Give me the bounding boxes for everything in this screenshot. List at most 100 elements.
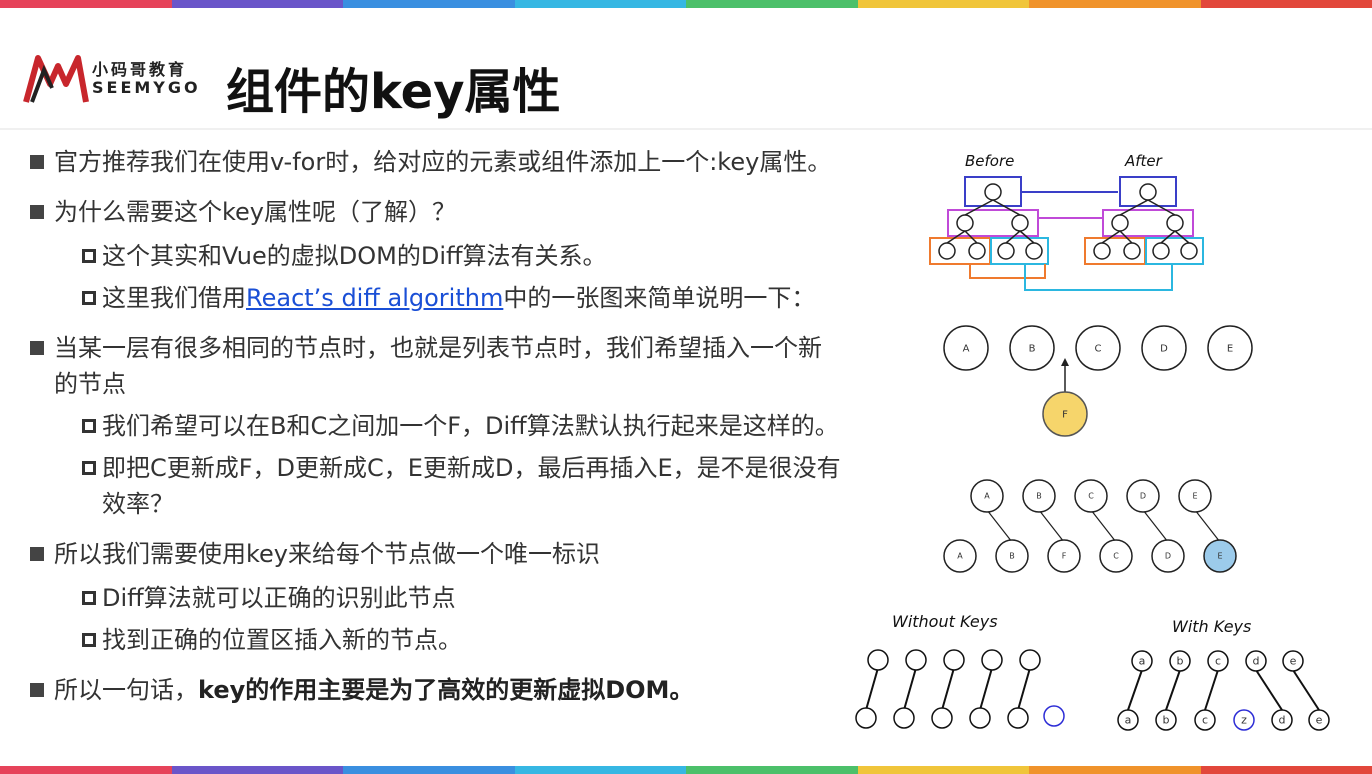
node-circle <box>1117 709 1139 731</box>
node-label: D <box>1160 343 1168 354</box>
sub-bullet-item: 找到正确的位置区插入新的节点。 <box>82 622 462 658</box>
stripe-segment <box>171 766 343 774</box>
node-label: D <box>1165 552 1171 561</box>
key-edge <box>1127 669 1143 711</box>
stripe-segment <box>1029 766 1201 774</box>
node-label: B <box>1029 343 1036 354</box>
hollow-square-bullet-icon <box>82 291 96 305</box>
node-circle <box>1151 539 1185 573</box>
node-label: B <box>1009 552 1015 561</box>
node-circle <box>893 707 915 729</box>
page-title: 组件的key属性 <box>226 64 561 120</box>
stripe-segment <box>1200 0 1372 8</box>
node-label: E <box>1217 552 1222 561</box>
node-label: d <box>1253 655 1260 668</box>
node-label: E <box>1227 343 1233 354</box>
square-bullet-icon <box>30 205 44 219</box>
node-circle <box>1203 539 1237 573</box>
node-circle <box>1139 183 1157 201</box>
node-circle <box>943 649 965 671</box>
bullet-text: 为什么需要这个key属性呢（了解）？ <box>54 198 457 226</box>
node-label: C <box>1088 492 1094 501</box>
tree-diff-diagram: Before After <box>929 152 1204 291</box>
key-edge <box>941 667 955 711</box>
bullet-text: 所以我们需要使用key来给每个节点做一个唯一标识 <box>54 540 601 568</box>
node-circle <box>956 214 974 232</box>
edge-line <box>1174 230 1190 244</box>
sub-bullet-item: 即把C更新成F，D更新成C，E更新成D，最后再插入E，是不是很没有 效率？ <box>82 450 902 522</box>
node-circle <box>931 707 953 729</box>
bullet-text: 我们希望可以在B和C之间加一个F，Diff算法默认执行起来是这样的。 <box>102 412 839 440</box>
node-label: d <box>1279 714 1286 727</box>
header-divider <box>0 128 1372 130</box>
node-circle <box>1126 479 1160 513</box>
without-keys-label: Without Keys <box>892 612 998 631</box>
sub-bullet-item: 这里我们借用React’s diff algorithm中的一张图来简单说明一下… <box>82 280 815 316</box>
sub-bullet-item: 我们希望可以在B和C之间加一个F，Diff算法默认执行起来是这样的。 <box>82 408 839 444</box>
diff-arrow <box>1194 509 1221 543</box>
node-circle <box>1166 214 1184 232</box>
node-circle <box>1074 479 1108 513</box>
cyan-link <box>1024 264 1173 291</box>
node-circle <box>1207 650 1229 672</box>
bullet-text-bold: key的作用主要是为了高效的更新虚拟DOM。 <box>198 676 694 704</box>
bullet-item: 当某一层有很多相同的节点时，也就是列表节点时，我们希望插入一个新 的节点 <box>30 330 890 402</box>
stripe-segment <box>514 0 686 8</box>
node-circle <box>1178 479 1212 513</box>
stripe-segment <box>343 0 515 8</box>
brand-logo: 小码哥教育 SEEMYGO <box>22 50 202 110</box>
diff-arrow <box>1038 509 1065 543</box>
stripe-segment <box>1200 766 1372 774</box>
key-edge <box>1204 669 1219 711</box>
level3-right-box <box>1145 237 1204 265</box>
edge-line <box>1101 230 1121 244</box>
node-circle <box>1169 650 1191 672</box>
node-circle <box>984 183 1002 201</box>
bullet-item: 所以一句话，key的作用主要是为了高效的更新虚拟DOM。 <box>30 672 693 708</box>
node-circle <box>1131 650 1153 672</box>
node-circle <box>855 707 877 729</box>
node-circle <box>1047 539 1081 573</box>
bullet-item: 为什么需要这个key属性呢（了解）？ <box>30 194 456 230</box>
key-edge <box>1255 669 1283 711</box>
edge-line <box>1005 230 1021 244</box>
level2-box <box>1102 209 1194 237</box>
diff-arrow <box>1090 509 1117 543</box>
hollow-square-bullet-icon <box>82 249 96 263</box>
stripe-segment <box>686 0 858 8</box>
hollow-square-bullet-icon <box>82 419 96 433</box>
key-edge <box>903 667 917 711</box>
hollow-square-bullet-icon <box>82 461 96 475</box>
bullet-item: 所以我们需要使用key来给每个节点做一个唯一标识 <box>30 536 600 572</box>
node-label: C <box>1113 552 1119 561</box>
react-diff-link[interactable]: React’s diff algorithm <box>246 284 504 312</box>
bullet-text: 这里我们借用React’s diff algorithm中的一张图来简单说明一下… <box>102 280 815 316</box>
top-color-stripe <box>0 0 1372 8</box>
node-label: b <box>1177 655 1184 668</box>
brand-name-en: SEEMYGO <box>92 78 201 97</box>
stripe-segment <box>857 0 1029 8</box>
node-circle <box>867 649 889 671</box>
node-circle <box>1155 709 1177 731</box>
bullet-text-line2: 效率？ <box>102 490 174 518</box>
orange-link <box>969 264 1046 279</box>
tree-links <box>969 191 1173 291</box>
edge-line <box>1019 230 1035 244</box>
brand-mark-icon <box>23 55 89 103</box>
level3-right-box <box>990 237 1049 265</box>
bullet-text-line1: 当某一层有很多相同的节点时，也就是列表节点时，我们希望插入一个新 <box>54 334 822 362</box>
node-circle <box>938 242 956 260</box>
node-label: a <box>1139 655 1146 668</box>
bottom-color-stripe <box>0 766 1372 774</box>
node-label: A <box>984 492 990 501</box>
brand-name-cn: 小码哥教育 <box>92 60 188 79</box>
key-edge <box>1017 667 1031 711</box>
bullet-text: 官方推荐我们在使用v-for时，给对应的元素或组件添加上一个:key属性。 <box>54 148 832 176</box>
node-label: B <box>1036 492 1042 501</box>
node-circle <box>1093 242 1111 260</box>
with-keys-label: With Keys <box>1172 617 1251 636</box>
edge-line <box>1119 230 1133 244</box>
slide-header: 小码哥教育 SEEMYGO 组件的key属性 <box>0 8 1372 128</box>
